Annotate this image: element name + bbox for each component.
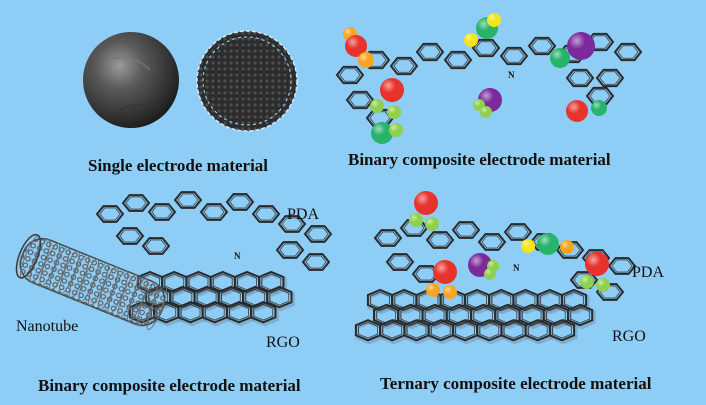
pda-ring: [335, 65, 365, 85]
pda-ring: [595, 283, 625, 301]
label-n-top: N: [508, 70, 515, 80]
pda-ring: [389, 56, 419, 76]
pda-ring: [503, 223, 533, 241]
pda-ring: [277, 215, 307, 233]
pda-ring: [199, 203, 229, 221]
pda-ring: [373, 229, 403, 247]
rgo-ring: [266, 285, 293, 309]
pda-ring: [141, 237, 171, 255]
rgo-ring: [567, 303, 594, 327]
label-n-left: N: [234, 251, 241, 261]
pda-ring: [499, 46, 529, 66]
label-nanotube: Nanotube: [16, 318, 79, 335]
pda-ring: [301, 253, 331, 271]
pda-ring: [451, 221, 481, 239]
pda-ring: [147, 203, 177, 221]
pda-ring: [411, 265, 441, 283]
pda-ring: [595, 68, 625, 88]
pda-ring: [443, 50, 473, 70]
solid-sphere-icon: [83, 32, 179, 128]
pda-ring: [415, 42, 445, 62]
pda-ring: [173, 191, 203, 209]
pda-ring: [425, 231, 455, 249]
pda-ring: [303, 225, 333, 243]
nanotube-end: [15, 233, 42, 279]
molecular-structures: [95, 32, 643, 345]
label-pda-right: PDA: [632, 264, 665, 281]
porous-sphere-icon: [196, 30, 298, 132]
caption-binary-top: Binary composite electrode material: [348, 150, 611, 169]
caption-ternary: Ternary composite electrode material: [380, 374, 652, 393]
nanotube-body: [15, 233, 168, 330]
pda-ring: [121, 194, 151, 212]
pda-ring: [251, 205, 281, 223]
pda-ring: [565, 68, 595, 88]
pda-ring: [613, 42, 643, 62]
pda-ring: [385, 253, 415, 271]
label-n-right: N: [513, 263, 520, 273]
pda-ring: [527, 36, 557, 56]
pda-ring: [471, 38, 501, 58]
rgo-ring: [548, 319, 576, 342]
ion-spheres: [343, 13, 610, 299]
pda-ring: [585, 86, 615, 106]
pda-ring: [345, 90, 375, 110]
pda-ring: [225, 193, 255, 211]
carbon-nanotube-icon: [15, 233, 168, 330]
pda-ring: [477, 233, 507, 251]
caption-single: Single electrode material: [88, 156, 269, 175]
pda-ring: [607, 257, 637, 275]
label-rgo-left: RGO: [266, 334, 300, 351]
label-rgo-right: RGO: [612, 328, 646, 345]
caption-binary-bottom: Binary composite electrode material: [38, 376, 301, 395]
rgo-ring: [258, 270, 285, 294]
pda-ring: [95, 205, 125, 223]
label-pda-left: PDA: [287, 206, 320, 223]
pda-ring: [275, 241, 305, 259]
rgo-ring: [250, 301, 277, 324]
pda-ring: [115, 227, 145, 245]
